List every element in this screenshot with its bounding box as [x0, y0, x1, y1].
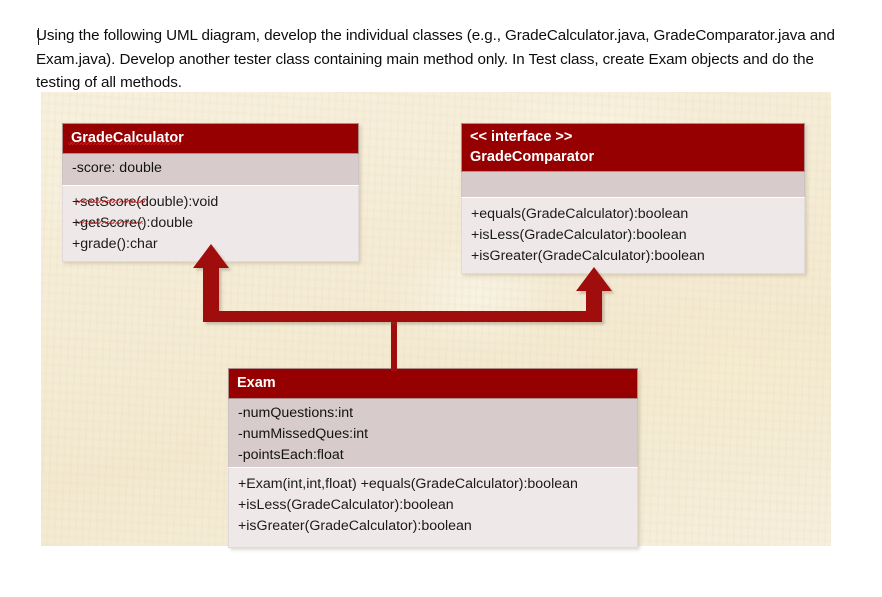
text-caret: [38, 28, 39, 45]
method-row: +Exam(int,int,float) +equals(GradeCalcul…: [238, 476, 578, 492]
method-row: +isLess(GradeCalculator):boolean: [471, 227, 687, 243]
methods-compartment-exam: +Exam(int,int,float) +equals(GradeCalcul…: [228, 467, 638, 548]
attribute-row: -numMissedQues:int: [238, 426, 369, 442]
method-row: +getScore():double: [72, 215, 194, 231]
attributes-compartment-grade-comparator: [461, 172, 805, 197]
attribute-row: -numQuestions:int: [238, 405, 354, 421]
methods-compartment-grade-calculator: +setScore(double):void +getScore():doubl…: [62, 185, 359, 262]
attributes-compartment-exam: -numQuestions:int -numMissedQues:int -po…: [228, 399, 638, 467]
method-row: +isLess(GradeCalculator):boolean: [238, 497, 454, 513]
uml-class-grade-comparator[interactable]: << interface >> GradeComparator +equals(…: [461, 123, 805, 274]
class-name-grade-comparator: GradeComparator: [470, 149, 595, 165]
class-header-grade-calculator: GradeCalculator: [62, 123, 359, 154]
instruction-paragraph: Using the following UML diagram, develop…: [36, 27, 839, 91]
attribute-row: -score: double: [72, 160, 162, 176]
uml-class-grade-calculator[interactable]: GradeCalculator -score: double +setScore…: [62, 123, 359, 262]
class-stereotype-grade-comparator: << interface >>: [470, 129, 573, 145]
method-row: +isGreater(GradeCalculator):boolean: [471, 248, 705, 264]
method-row: +grade():char: [72, 236, 158, 252]
methods-compartment-grade-comparator: +equals(GradeCalculator):boolean +isLess…: [461, 197, 805, 274]
attribute-row-empty: [471, 176, 795, 197]
method-row: +isGreater(GradeCalculator):boolean: [238, 518, 472, 534]
class-name-exam: Exam: [237, 375, 276, 391]
method-row: +setScore(double):void: [72, 194, 219, 210]
class-header-exam: Exam: [228, 368, 638, 399]
attribute-row: -pointsEach:float: [238, 447, 344, 463]
class-header-grade-comparator: << interface >> GradeComparator: [461, 123, 805, 172]
class-name-grade-calculator: GradeCalculator: [71, 130, 184, 146]
method-row: +equals(GradeCalculator):boolean: [471, 206, 689, 222]
attributes-compartment-grade-calculator: -score: double: [62, 154, 359, 185]
uml-class-exam[interactable]: Exam -numQuestions:int -numMissedQues:in…: [228, 368, 638, 548]
